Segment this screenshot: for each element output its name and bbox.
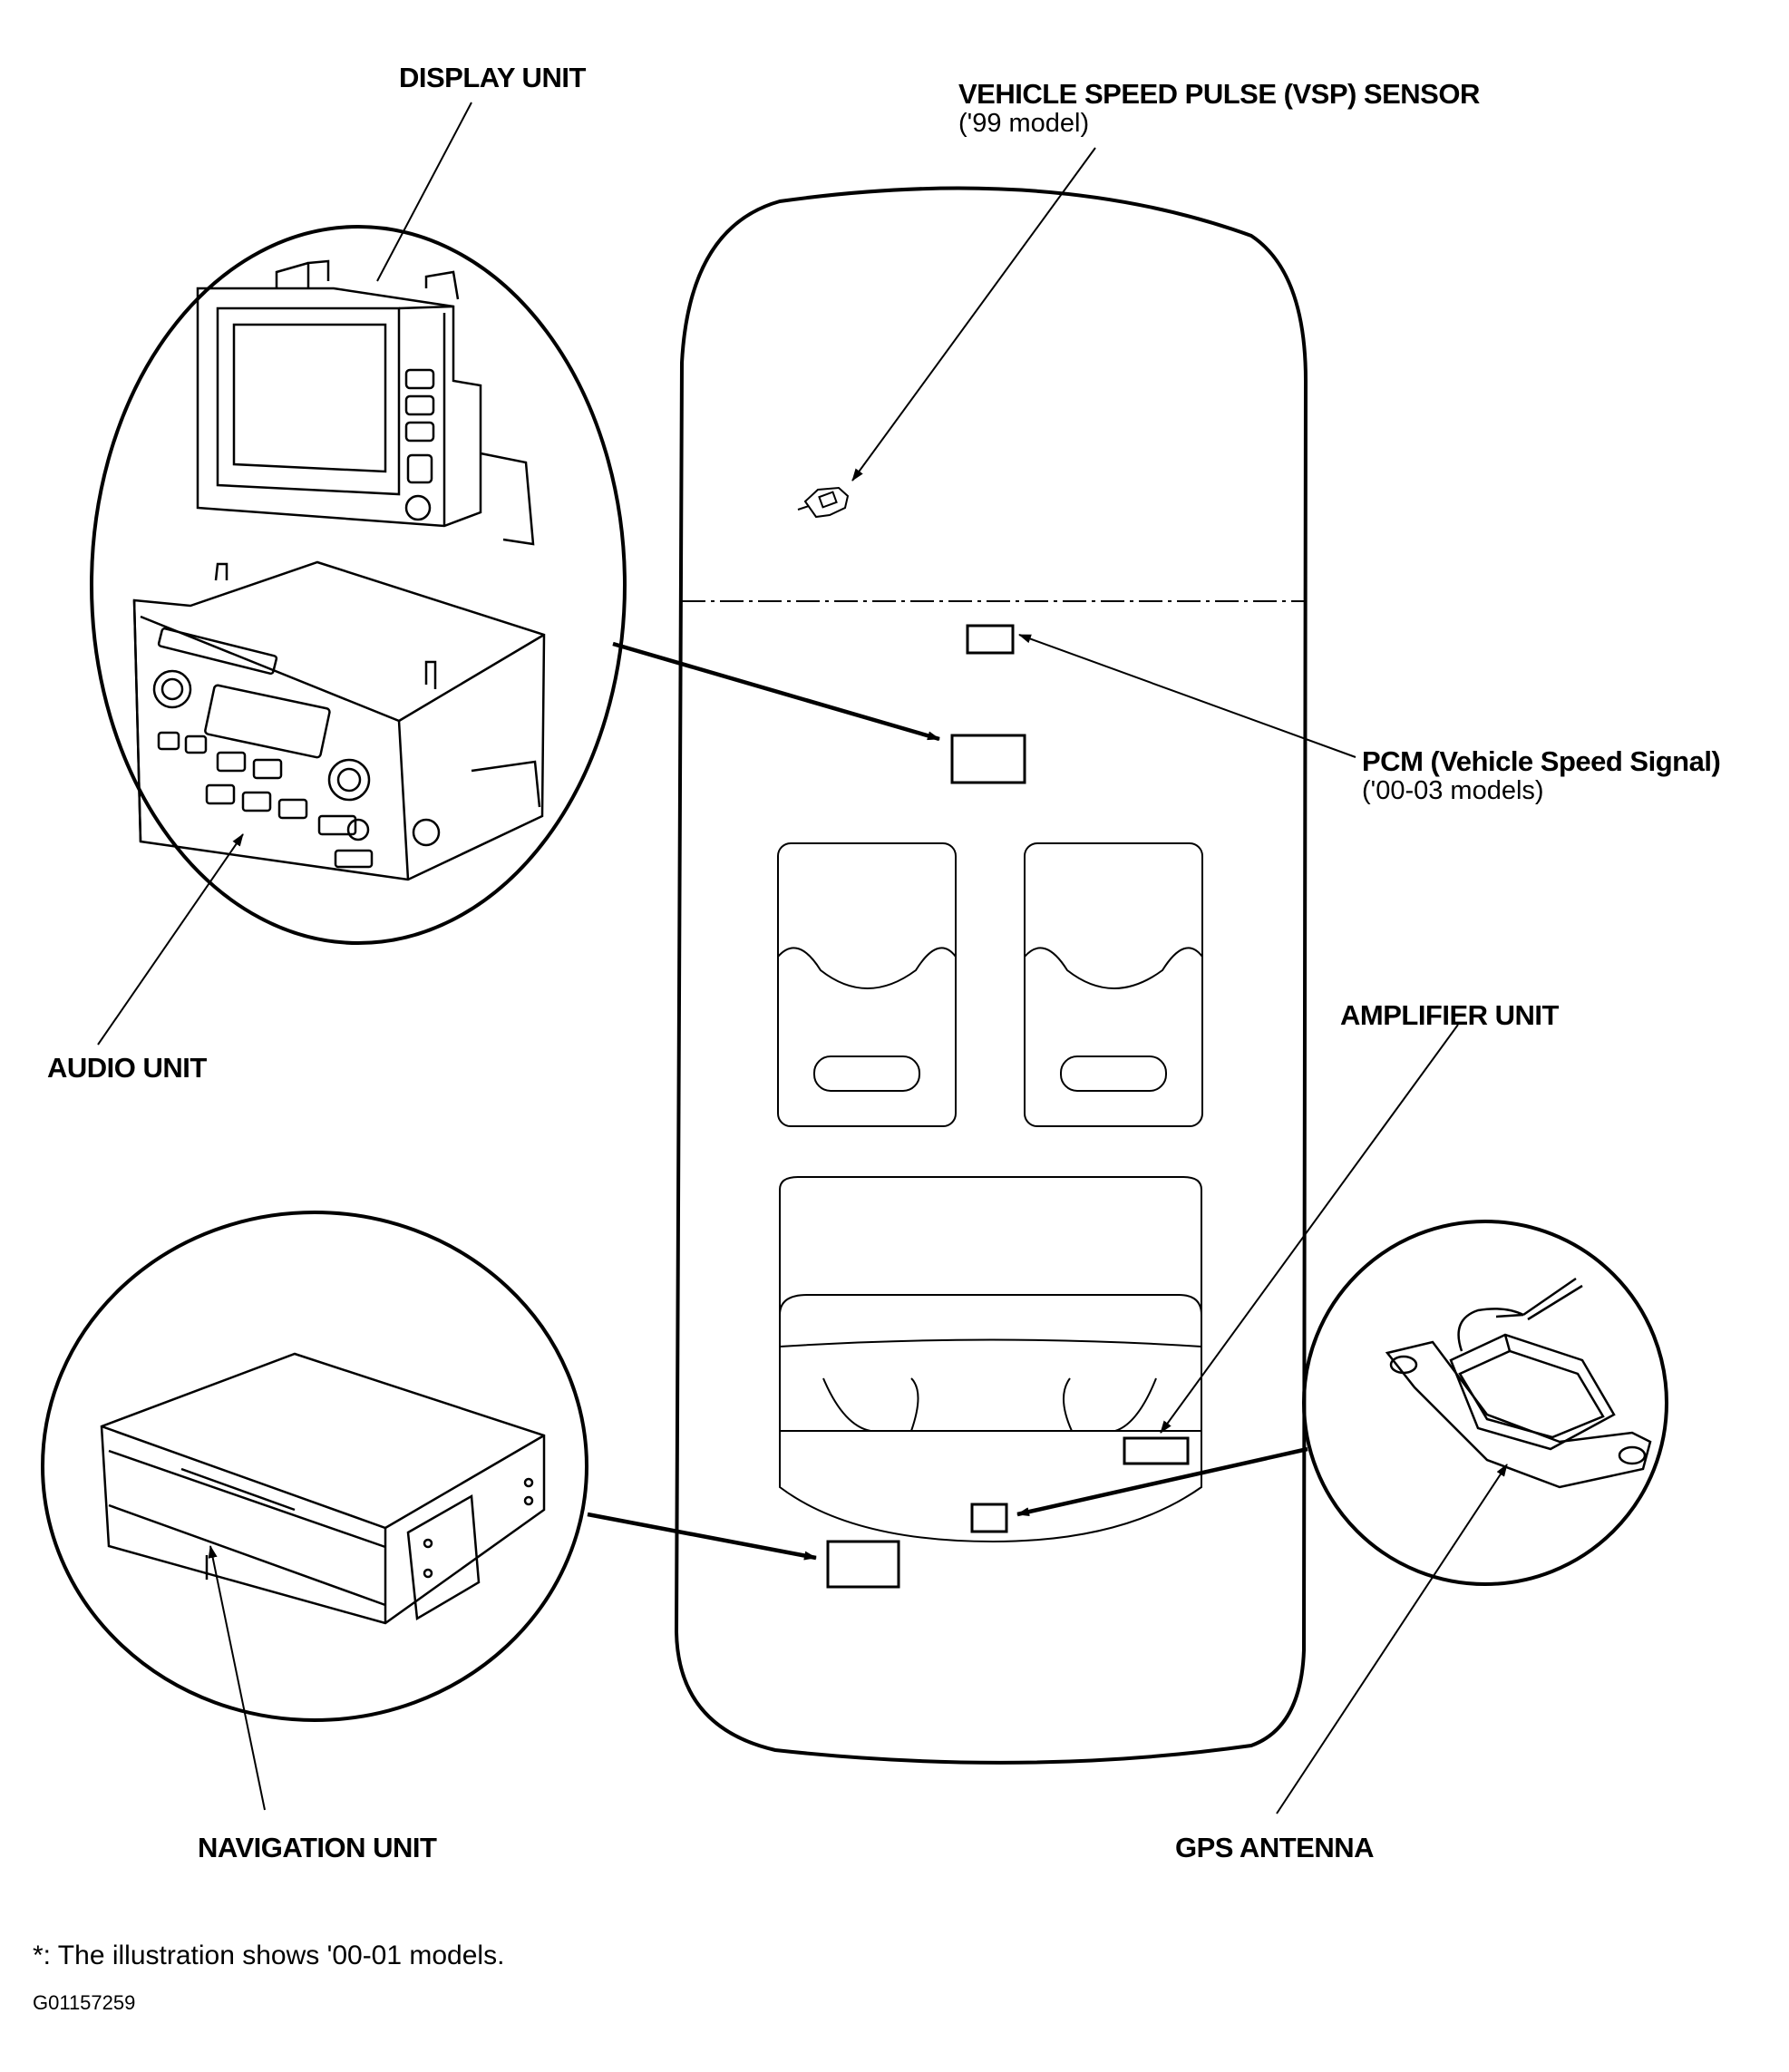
gps-antenna-leader: [1276, 1464, 1508, 1814]
pcm-leader: [1018, 634, 1356, 758]
gps-callout-circle: [1302, 1220, 1668, 1586]
display-audio-callout-circle: [90, 225, 627, 945]
display-unit-leader: [376, 102, 472, 282]
vsp-model-label: ('99 model): [958, 109, 1090, 138]
gps-antenna-icon: [1385, 1277, 1652, 1489]
navigation-callout-circle: [41, 1211, 588, 1722]
audio-to-location-arrow: [612, 641, 940, 742]
audio-unit-icon: [132, 560, 546, 881]
navigation-unit-label: NAVIGATION UNIT: [198, 1832, 437, 1863]
amplifier-unit-label: AMPLIFIER UNIT: [1340, 999, 1560, 1031]
front-seat-right: [1024, 842, 1203, 1127]
pcm-box: [966, 624, 1015, 655]
amplifier-leader: [1160, 1024, 1459, 1434]
gps-to-location-arrow: [1016, 1446, 1308, 1517]
navigation-location-box: [826, 1540, 900, 1589]
vsp-sensor-icon: [797, 486, 850, 519]
vsp-sensor-leader: [851, 147, 1096, 482]
pcm-models-label: ('00-03 models): [1362, 776, 1544, 805]
leader-lines: [97, 102, 1508, 1814]
navigation-unit-leader: [208, 1545, 266, 1811]
display-unit-icon: [196, 259, 535, 546]
navigation-to-location-arrow: [587, 1512, 817, 1561]
audio-unit-label: AUDIO UNIT: [47, 1052, 207, 1084]
rear-seat: [779, 1176, 1202, 1543]
illustration-note: *: The illustration shows '00-01 models.: [33, 1941, 505, 1970]
gps-antenna-label: GPS ANTENNA: [1175, 1832, 1374, 1863]
gps-antenna-box: [970, 1503, 1008, 1533]
front-seat-left: [777, 842, 957, 1127]
audio-location-box: [950, 734, 1026, 784]
vsp-sensor-label: VEHICLE SPEED PULSE (VSP) SENSOR: [958, 78, 1480, 110]
amplifier-box: [1123, 1436, 1190, 1465]
pcm-label: PCM (Vehicle Speed Signal): [1362, 745, 1721, 777]
display-unit-label: DISPLAY UNIT: [399, 62, 586, 93]
figure-code: G01157259: [33, 1991, 136, 2014]
vehicle-outline: [674, 186, 1308, 1765]
audio-unit-leader: [97, 833, 244, 1046]
navigation-unit-icon: [100, 1352, 546, 1625]
